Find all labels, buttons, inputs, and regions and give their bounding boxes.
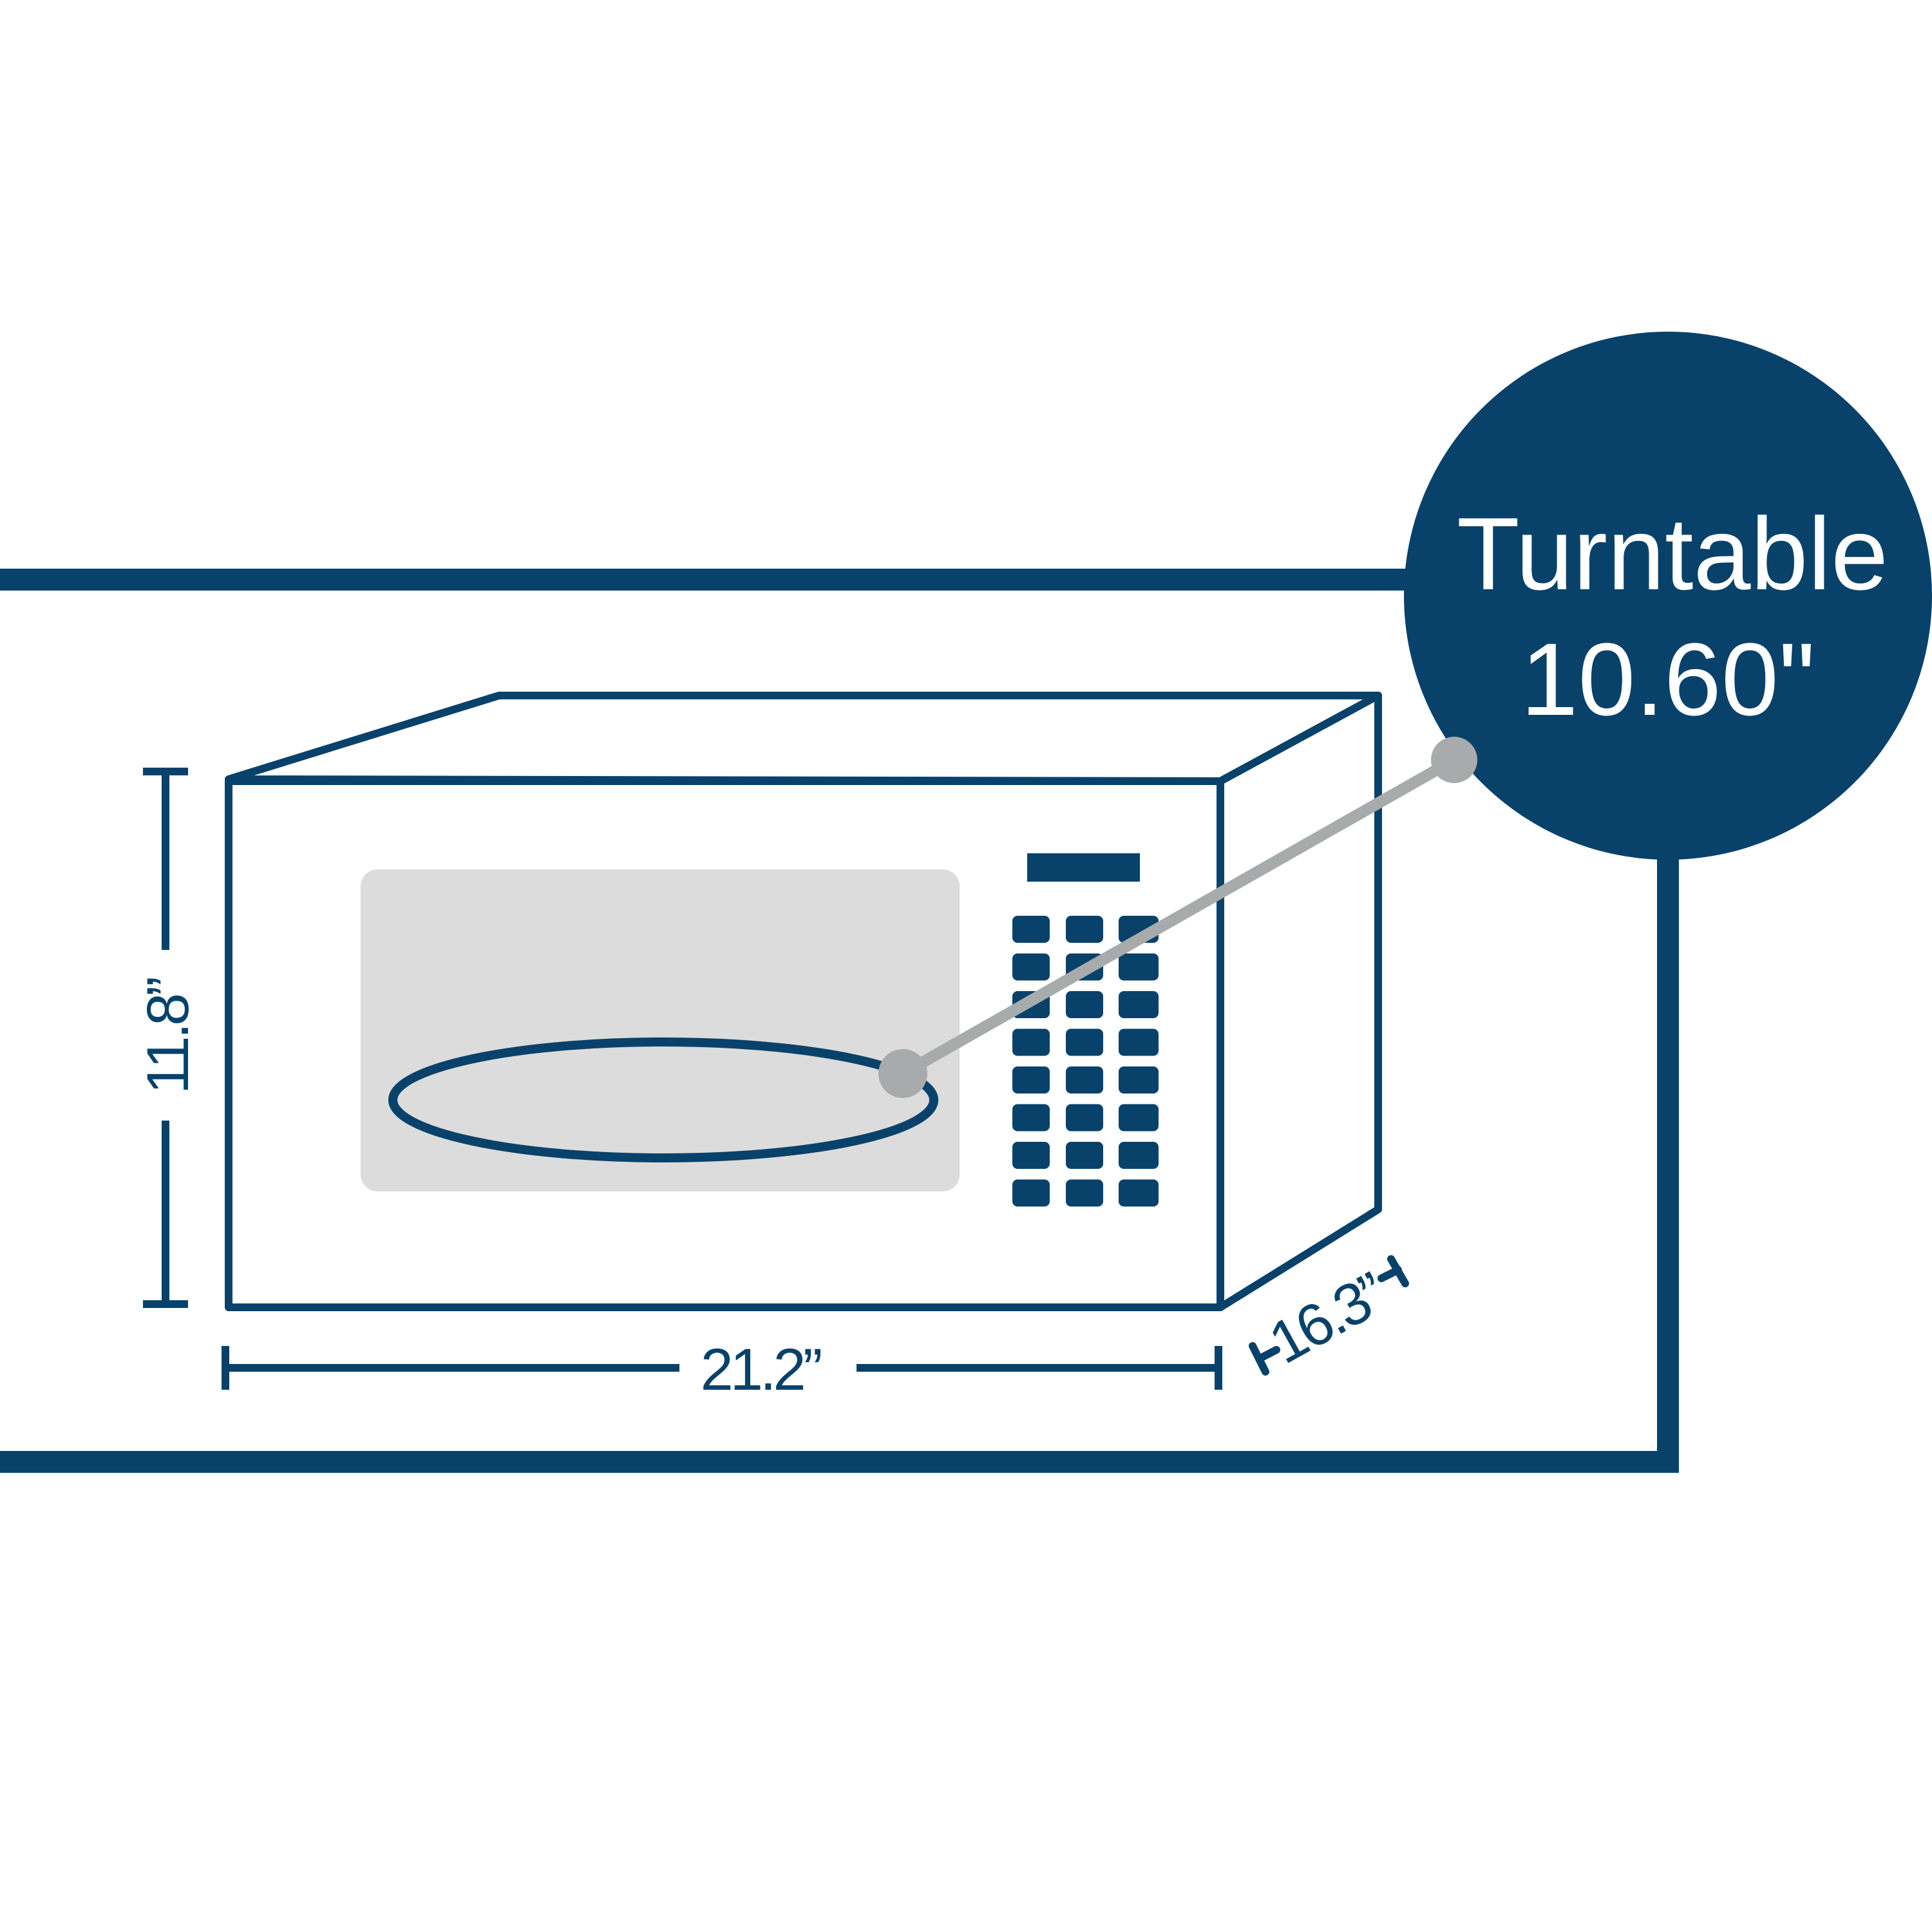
keypad-button [1066, 1028, 1103, 1056]
keypad [1012, 916, 1159, 1207]
keypad-button [1012, 1142, 1050, 1169]
badge-value: 10.60" [1520, 621, 1815, 737]
keypad-button [1066, 1066, 1103, 1094]
depth-dimension [1249, 1255, 1409, 1376]
keypad-button [1119, 1028, 1159, 1056]
pointer-line [897, 754, 1460, 1079]
keypad-button [1012, 1028, 1050, 1056]
keypad-button [1066, 1179, 1103, 1207]
depth-label: 16.3” [1258, 1260, 1396, 1376]
turntable-plate [388, 1037, 938, 1162]
microwave-side [1217, 692, 1382, 1311]
keypad-button [1119, 991, 1159, 1018]
turntable-badge [1404, 332, 1932, 860]
microwave-window [361, 869, 960, 1191]
keypad-button [1066, 916, 1103, 943]
keypad-button [1012, 1104, 1050, 1132]
microwave-front [225, 777, 1224, 1311]
badge-label: Turntable [1457, 496, 1888, 611]
keypad-button [1119, 1104, 1159, 1132]
width-dimension [222, 1346, 1222, 1390]
microwave-top [225, 692, 1382, 785]
cabinet-outline-lower [0, 850, 1679, 1473]
width-label: 21.2” [701, 1337, 821, 1403]
keypad-button [1066, 1142, 1103, 1169]
keypad-button [1012, 1066, 1050, 1094]
keypad-button [1119, 1142, 1159, 1169]
keypad-button [1066, 991, 1103, 1018]
keypad-button [1012, 1179, 1050, 1207]
keypad-button [1119, 1179, 1159, 1207]
pointer-dot-turntable [878, 1049, 927, 1098]
control-display [1027, 853, 1140, 882]
keypad-button [1119, 953, 1159, 981]
microwave [225, 692, 1382, 1311]
height-label: 11.8” [135, 978, 201, 1094]
keypad-button [1012, 916, 1050, 943]
keypad-button [1066, 1104, 1103, 1132]
height-dimension [143, 768, 188, 1308]
keypad-button [1012, 953, 1050, 981]
pointer-dot-badge [1431, 737, 1477, 783]
keypad-button [1119, 1066, 1159, 1094]
